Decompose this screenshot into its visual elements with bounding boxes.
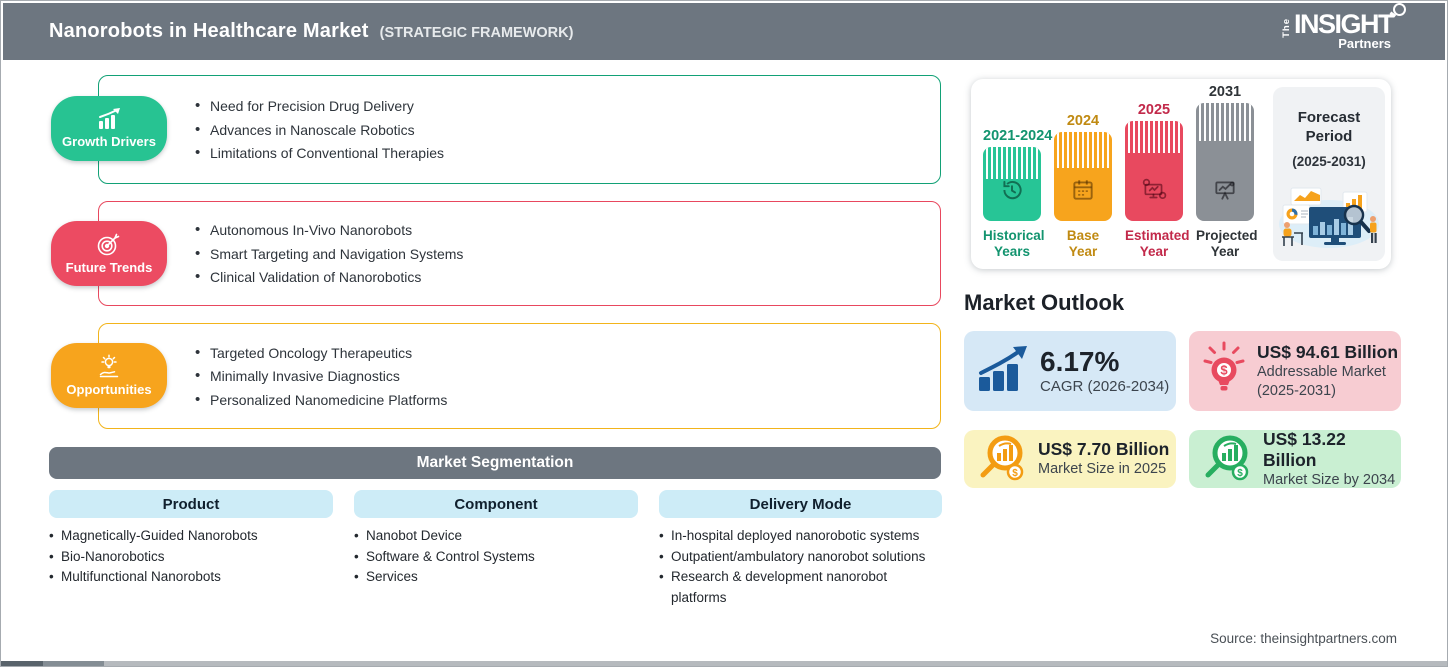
list-item: Smart Targeting and Navigation Systems bbox=[195, 245, 463, 262]
list-item: Clinical Validation of Nanorobotics bbox=[195, 268, 463, 285]
calendar-icon bbox=[1070, 177, 1096, 208]
monitor-gear-icon bbox=[1140, 177, 1168, 208]
svg-text:$: $ bbox=[1220, 362, 1228, 377]
opportunities-label: Opportunities bbox=[66, 382, 152, 397]
dollar-bulb-icon: $ bbox=[1202, 341, 1246, 402]
estimated-year-value: 2025 bbox=[1137, 102, 1171, 118]
opportunities-pill: Opportunities bbox=[51, 343, 167, 408]
component-list: Nanobot Device Software & Control System… bbox=[354, 526, 644, 588]
presentation-chart-icon bbox=[1212, 177, 1238, 208]
list-item: Targeted Oncology Therapeutics bbox=[195, 344, 447, 361]
cagr-value: 6.17% bbox=[1040, 345, 1120, 377]
source-text: Source: theinsightpartners.com bbox=[1210, 631, 1397, 646]
forecast-period-range: (2025-2031) bbox=[1292, 153, 1366, 169]
list-item: Need for Precision Drug Delivery bbox=[195, 97, 444, 114]
list-item: Personalized Nanomedicine Platforms bbox=[195, 391, 447, 408]
growth-drivers-label: Growth Drivers bbox=[62, 134, 156, 149]
market-segmentation-header: Market Segmentation bbox=[49, 447, 941, 479]
projected-year-column: 2031 Projected Year bbox=[1196, 84, 1258, 261]
list-item: Bio-Nanorobotics bbox=[49, 547, 339, 568]
projected-year-bar bbox=[1196, 103, 1254, 221]
estimated-year-column: 2025 Estimated Year bbox=[1125, 102, 1190, 261]
page-subtitle: (STRATEGIC FRAMEWORK) bbox=[379, 25, 574, 41]
logo-partners-text: Partners bbox=[1338, 36, 1391, 51]
logo-the-text: The bbox=[1281, 18, 1293, 38]
addressable-market-value: US$ 94.61 Billion bbox=[1257, 342, 1399, 363]
horizontal-scrollbar[interactable] bbox=[1, 661, 1447, 666]
addressable-market-label: Addressable Market (2025-2031) bbox=[1257, 364, 1386, 399]
list-item: Services bbox=[354, 567, 644, 588]
market-size-2034-label: Market Size by 2034 bbox=[1263, 471, 1396, 488]
historical-years-range: 2021-2024 bbox=[983, 128, 1053, 144]
history-clock-icon bbox=[999, 177, 1025, 208]
future-trends-label: Future Trends bbox=[65, 259, 153, 275]
list-item: Software & Control Systems bbox=[354, 547, 644, 568]
base-year-column: 2024 Base Year bbox=[1054, 113, 1112, 261]
opportunities-list: Targeted Oncology Therapeutics Minimally… bbox=[195, 337, 447, 415]
hand-bulb-icon bbox=[96, 354, 122, 379]
cagr-card: 6.17% CAGR (2026-2034) bbox=[964, 331, 1176, 411]
list-item: Minimally Invasive Diagnostics bbox=[195, 367, 447, 384]
list-item: Limitations of Conventional Therapies bbox=[195, 144, 444, 161]
magnifier-bars-icon: $ bbox=[977, 432, 1027, 487]
growth-chart-arrow-icon bbox=[977, 345, 1029, 398]
product-list: Magnetically-Guided Nanorobots Bio-Nanor… bbox=[49, 526, 339, 588]
list-item: Outpatient/ambulatory nanorobot solution… bbox=[659, 547, 944, 568]
delivery-mode-list: In-hospital deployed nanorobotic systems… bbox=[659, 526, 944, 608]
list-item: Magnetically-Guided Nanorobots bbox=[49, 526, 339, 547]
scrollbar-thumb-fade[interactable] bbox=[43, 661, 104, 666]
rising-bar-chart-icon bbox=[96, 108, 123, 131]
growth-drivers-pill: Growth Drivers bbox=[51, 96, 167, 161]
market-size-2025-value: US$ 7.70 Billion bbox=[1038, 439, 1170, 460]
header-bar: Nanorobots in Healthcare Market (STRATEG… bbox=[3, 3, 1445, 60]
list-item: Autonomous In-Vivo Nanorobots bbox=[195, 221, 463, 238]
svg-text:$: $ bbox=[1237, 468, 1243, 479]
insight-partners-logo: The INSIGHT Partners bbox=[1281, 3, 1406, 51]
addressable-market-card: $ US$ 94.61 Billion Addressable Market (… bbox=[1189, 331, 1401, 411]
list-item: Multifunctional Nanorobots bbox=[49, 567, 339, 588]
cagr-label: CAGR (2026-2034) bbox=[1040, 378, 1170, 396]
svg-text:$: $ bbox=[1012, 468, 1018, 479]
list-item: Research & development nanorobot platfor… bbox=[659, 567, 944, 608]
growth-drivers-list: Need for Precision Drug Delivery Advance… bbox=[195, 91, 444, 169]
scrollbar-thumb[interactable] bbox=[1, 661, 43, 666]
base-year-bar bbox=[1054, 132, 1112, 221]
magnifier-loop-icon bbox=[1393, 3, 1406, 16]
market-size-2025-card: $ US$ 7.70 Billion Market Size in 2025 bbox=[964, 430, 1176, 488]
future-trends-pill: Future Trends bbox=[51, 221, 167, 286]
estimated-year-caption: Estimated Year bbox=[1125, 228, 1190, 260]
page-title: Nanorobots in Healthcare Market bbox=[49, 20, 369, 42]
timeline-bars: 2021-2024 Historical Years 2024 bbox=[983, 84, 1264, 261]
logo-insight-text: INSIGHT bbox=[1293, 9, 1395, 39]
base-year-value: 2024 bbox=[1066, 113, 1100, 129]
growth-drivers-box: Growth Drivers Need for Precision Drug D… bbox=[51, 75, 941, 184]
projected-year-value: 2031 bbox=[1208, 84, 1242, 100]
title-wrap: Nanorobots in Healthcare Market (STRATEG… bbox=[49, 20, 573, 43]
market-size-2034-card: $ US$ 13.22 Billion Market Size by 2034 bbox=[1189, 428, 1401, 488]
future-trends-list: Autonomous In-Vivo Nanorobots Smart Targ… bbox=[195, 215, 463, 293]
historical-years-column: 2021-2024 Historical Years bbox=[983, 128, 1053, 261]
target-dart-icon bbox=[96, 233, 122, 257]
segment-header-product: Product bbox=[49, 490, 333, 518]
base-year-caption: Base Year bbox=[1066, 228, 1100, 260]
list-item: Advances in Nanoscale Robotics bbox=[195, 121, 444, 138]
estimated-year-bar bbox=[1125, 121, 1183, 221]
projected-year-caption: Projected Year bbox=[1196, 228, 1258, 260]
segment-header-delivery-mode: Delivery Mode bbox=[659, 490, 942, 518]
market-size-2025-label: Market Size in 2025 bbox=[1038, 461, 1167, 478]
forecast-period-title: Forecast Period bbox=[1297, 109, 1361, 145]
market-size-2034-value: US$ 13.22 Billion bbox=[1263, 428, 1346, 470]
list-item: In-hospital deployed nanorobotic systems bbox=[659, 526, 944, 547]
list-item: Nanobot Device bbox=[354, 526, 644, 547]
analytics-illustration bbox=[1277, 186, 1381, 255]
future-trends-box: Future Trends Autonomous In-Vivo Nanorob… bbox=[51, 201, 941, 306]
magnifier-bars-icon: $ bbox=[1202, 432, 1252, 487]
historical-years-caption: Historical Years bbox=[983, 228, 1045, 260]
historical-years-bar bbox=[983, 147, 1041, 221]
segment-header-component: Component bbox=[354, 490, 638, 518]
market-outlook-title: Market Outlook bbox=[964, 290, 1125, 315]
forecast-period-panel: Forecast Period (2025-2031) bbox=[1273, 87, 1385, 261]
forecast-timeline-card: 2021-2024 Historical Years 2024 bbox=[971, 79, 1391, 269]
opportunities-box: Opportunities Targeted Oncology Therapeu… bbox=[51, 323, 941, 429]
